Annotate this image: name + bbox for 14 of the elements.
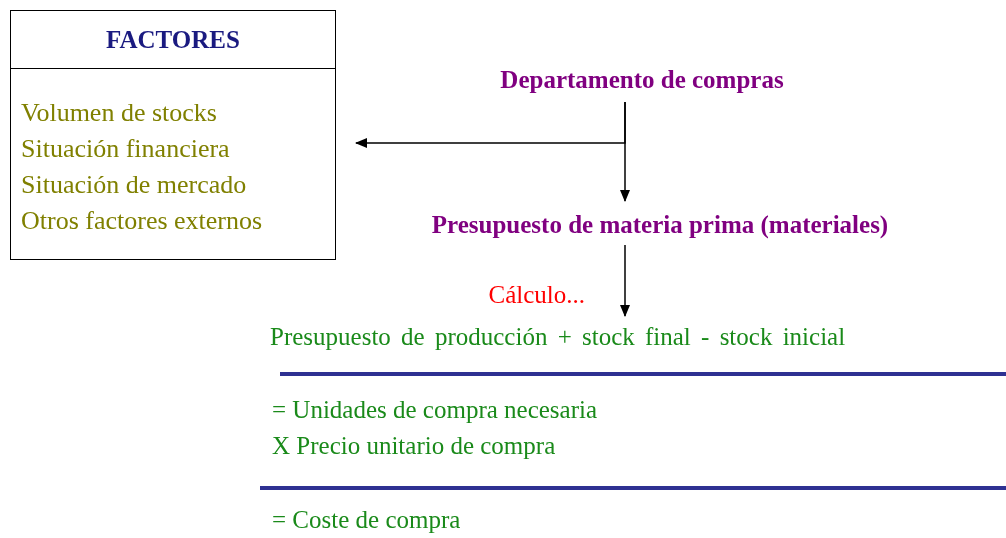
formula-text: = Unidades de compra necesaria — [272, 395, 598, 425]
factor-item: Volumen de stocks — [21, 97, 217, 129]
factors-box — [10, 10, 336, 260]
formula-text: X Precio unitario de compra — [272, 431, 556, 461]
formula-text: Presupuesto de producción + stock final - stock inicial — [270, 319, 1004, 355]
factor-item: Situación financiera — [21, 133, 230, 165]
heading-text: Presupuesto de materia prima (materiales) — [362, 207, 958, 243]
formula-text: = Coste de compra — [272, 505, 461, 535]
arrow — [620, 244, 630, 317]
arrow — [620, 101, 630, 202]
factor-item: Situación de mercado — [21, 169, 247, 201]
heading-text: FACTORES — [105, 25, 241, 55]
factor-item: Otros factores externos — [21, 205, 263, 237]
heading-text: Departamento de compras — [452, 62, 832, 98]
